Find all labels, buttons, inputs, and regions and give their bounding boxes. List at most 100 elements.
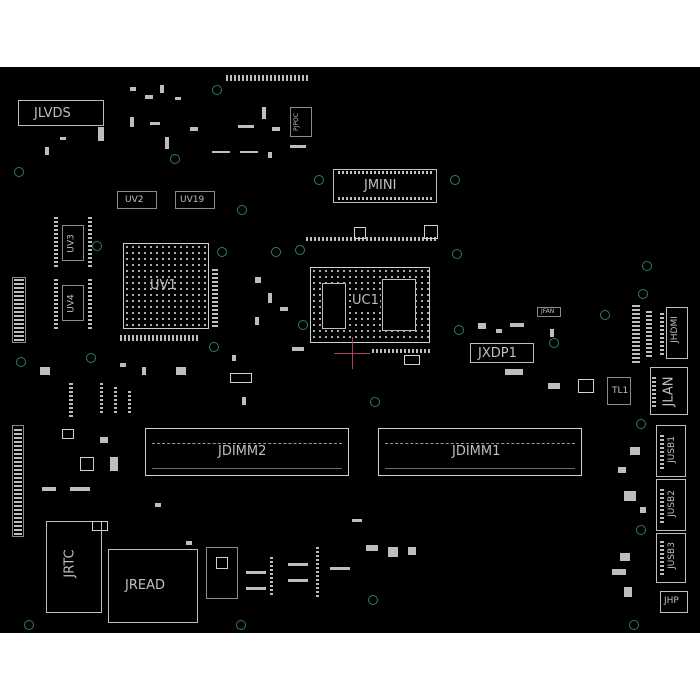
component (110, 457, 118, 471)
jusb1-pins (660, 433, 664, 469)
jread-label: JREAD (125, 578, 165, 593)
component (100, 437, 108, 443)
component (176, 367, 186, 375)
component (230, 373, 252, 383)
jxdp1-connector[interactable] (470, 343, 534, 363)
via (170, 154, 180, 164)
component (640, 507, 646, 513)
uv2-component[interactable] (117, 191, 157, 209)
component (354, 227, 366, 239)
via (209, 342, 219, 352)
component (510, 323, 524, 327)
via (450, 175, 460, 185)
via (636, 419, 646, 429)
jrtc-label: JRTC (62, 549, 78, 578)
jdimm1-label: JDIMM1 (450, 444, 503, 459)
jhdmi-connector[interactable] (666, 307, 688, 359)
jlvds-connector[interactable] (18, 100, 104, 126)
crosshair-vertical (352, 337, 353, 369)
component (352, 519, 362, 522)
jusb1-connector[interactable] (656, 425, 686, 477)
component (646, 311, 652, 357)
jusb2-connector[interactable] (656, 479, 686, 531)
component (80, 457, 94, 471)
component (288, 579, 308, 582)
component (186, 541, 192, 545)
uv1-side-parts (212, 267, 218, 327)
component (69, 383, 73, 417)
component (268, 293, 272, 303)
pjpoc-component[interactable] (290, 107, 312, 137)
via (271, 247, 281, 257)
uc1-die (382, 279, 416, 331)
uv4-component[interactable] (62, 285, 84, 321)
uv4-pins (54, 279, 58, 329)
left-long-connector-outline (12, 425, 24, 537)
jhp-connector[interactable] (660, 591, 688, 613)
component (40, 367, 50, 375)
uv2-label: UV2 (125, 195, 144, 205)
component (548, 383, 560, 389)
component (216, 557, 228, 569)
jlan-pins (652, 377, 656, 407)
jusb2-pins (660, 487, 664, 523)
jdimm1-slot[interactable] (378, 428, 582, 476)
jdimm2-slot[interactable] (145, 428, 349, 476)
left-long-connector (14, 429, 22, 535)
uv1-label: UV1 (150, 278, 177, 293)
component (240, 151, 258, 153)
via (638, 289, 648, 299)
component (92, 521, 108, 531)
jlan-connector[interactable] (650, 367, 688, 415)
via (629, 620, 639, 630)
component (130, 87, 136, 91)
uc1-bottom-parts (372, 349, 432, 353)
jfan-connector[interactable] (537, 307, 561, 317)
via (24, 620, 34, 630)
uv19-label: UV19 (180, 195, 205, 205)
component (404, 355, 420, 365)
via (86, 353, 96, 363)
uv19-component[interactable] (175, 191, 215, 209)
uv4-pins (88, 279, 92, 329)
via (452, 249, 462, 259)
component (145, 95, 153, 99)
uv1-chip[interactable] (123, 243, 209, 329)
component (98, 127, 104, 141)
component (114, 387, 117, 413)
uv3-pins (88, 217, 92, 267)
jhp-label: JHP (664, 596, 679, 606)
via (636, 525, 646, 535)
component (262, 107, 266, 119)
component (632, 303, 640, 363)
uv1-bottom-parts (120, 335, 200, 341)
component (408, 547, 416, 555)
jusb3-pins (660, 539, 664, 575)
jmini-connector[interactable] (333, 169, 437, 203)
jusb3-connector[interactable] (656, 533, 686, 583)
component (142, 367, 146, 375)
component (255, 317, 259, 325)
component (70, 487, 90, 491)
uc1-label: UC1 (351, 293, 380, 308)
component (165, 137, 169, 149)
via (14, 167, 24, 177)
uv3-component[interactable] (62, 225, 84, 261)
jread-connector[interactable] (108, 549, 198, 623)
pjpoc-label: PJPOC (292, 113, 300, 131)
via (16, 357, 26, 367)
top-edge-connector (226, 75, 308, 81)
component (232, 355, 236, 361)
component (42, 487, 56, 491)
component (155, 503, 161, 507)
via (642, 261, 652, 271)
tl1-component[interactable] (607, 377, 631, 405)
component (268, 152, 272, 158)
via (314, 175, 324, 185)
component (255, 277, 261, 283)
via (212, 85, 222, 95)
jxdp1-label: JXDP1 (478, 346, 517, 361)
component (612, 569, 626, 575)
component (60, 137, 66, 140)
jrtc-connector[interactable] (46, 521, 102, 613)
